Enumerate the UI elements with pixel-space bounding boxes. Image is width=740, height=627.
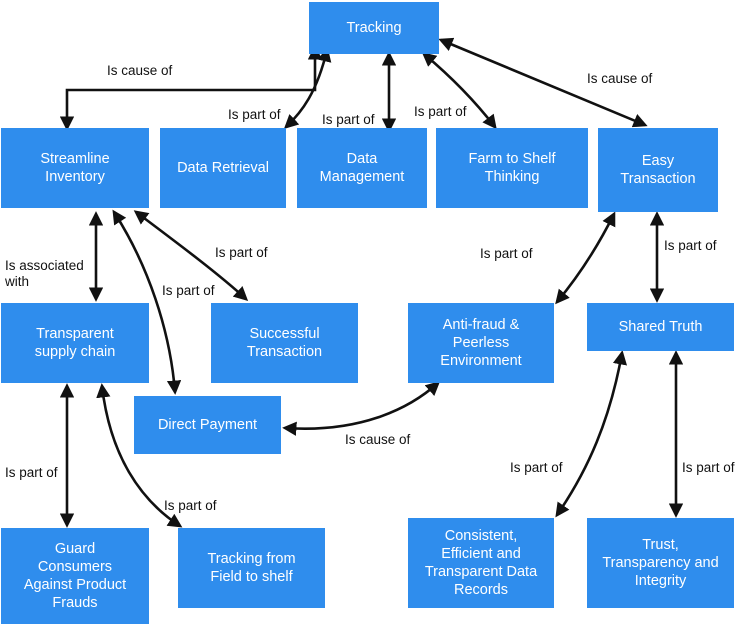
edge-shared-consistent bbox=[555, 350, 628, 518]
label-streamline-direct: Is part of bbox=[162, 283, 215, 298]
node-tracking-label: Tracking bbox=[346, 20, 402, 36]
label-transparent-guard: Is part of bbox=[5, 465, 58, 480]
node-shared-truth-label: Shared Truth bbox=[618, 319, 703, 335]
label-direct-antifraud: Is cause of bbox=[345, 432, 411, 447]
label-easy-shared: Is part of bbox=[664, 238, 717, 253]
label-tracking-streamline: Is cause of bbox=[107, 63, 173, 78]
label-shared-trust: Is part of bbox=[682, 460, 735, 475]
edge-tracking-easy bbox=[438, 37, 648, 128]
edge-direct-antifraud bbox=[282, 381, 441, 436]
node-shared-truth: Shared Truth bbox=[587, 303, 734, 351]
label-tracking-management: Is part of bbox=[322, 112, 375, 127]
label-easy-antifraud: Is part of bbox=[480, 246, 533, 261]
edge-transparent-field bbox=[96, 383, 183, 528]
label-shared-consistent: Is part of bbox=[510, 460, 563, 475]
label-streamline-successful: Is part of bbox=[215, 245, 268, 260]
node-tracking: Tracking bbox=[309, 2, 439, 54]
node-data-retrieval-label: Data Retrieval bbox=[177, 160, 269, 176]
node-data-retrieval: Data Retrieval bbox=[160, 128, 286, 208]
label-tracking-retrieval: Is part of bbox=[228, 107, 281, 122]
label-transparent-field: Is part of bbox=[164, 498, 217, 513]
label-tracking-farm: Is part of bbox=[414, 104, 467, 119]
node-direct-payment: Direct Payment bbox=[134, 396, 281, 454]
edge-easy-antifraud bbox=[555, 211, 616, 305]
edge-streamline-direct bbox=[112, 209, 182, 395]
node-direct-payment-label: Direct Payment bbox=[157, 417, 258, 433]
label-tracking-easy: Is cause of bbox=[587, 71, 653, 86]
edge-tracking-retrieval bbox=[283, 47, 332, 129]
